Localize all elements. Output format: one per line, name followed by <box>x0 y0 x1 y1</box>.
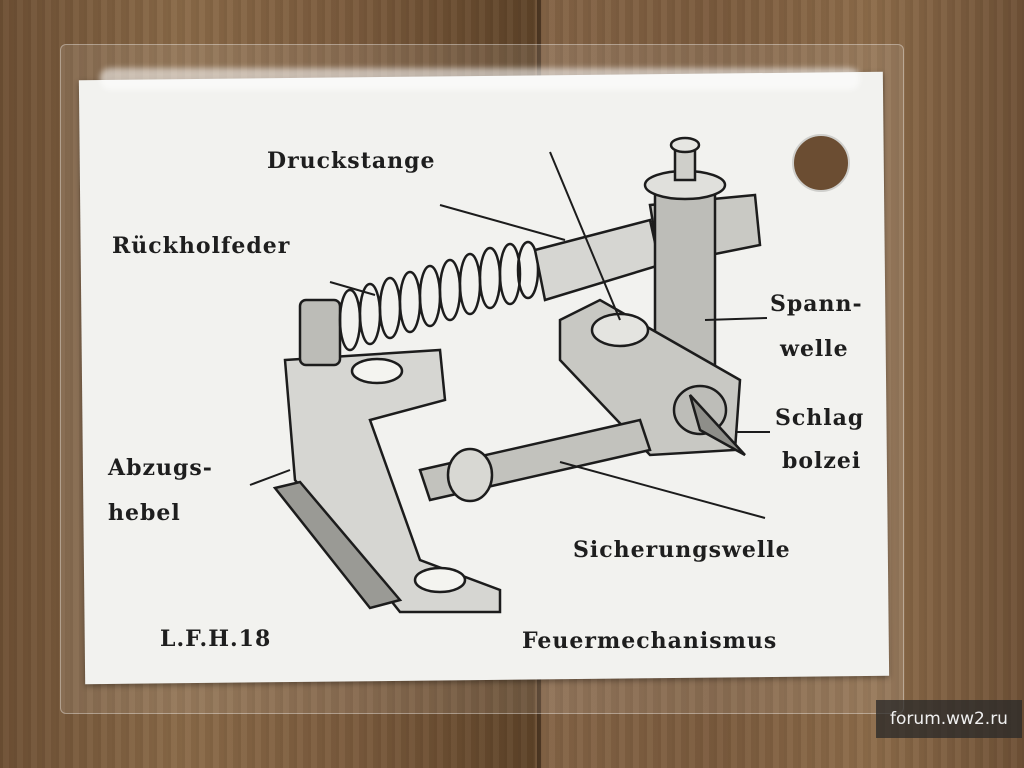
safety-shaft-collar <box>446 447 494 503</box>
leader-druckstange <box>439 204 566 241</box>
lever-slot-upper <box>350 357 404 385</box>
block-bore <box>590 312 650 348</box>
base-bar-part <box>272 480 403 610</box>
label-rueckholfeder: Rückholfeder <box>112 233 291 259</box>
leader-center <box>549 151 621 321</box>
label-spannwelle-line1: Spann- <box>770 291 863 317</box>
label-spannwelle-line2: welle <box>780 336 849 362</box>
cocking-shaft-pin-top <box>669 136 701 154</box>
firing-pin-tip <box>688 394 746 457</box>
punched-hole <box>792 134 850 192</box>
spring-end-block <box>298 298 342 367</box>
label-model: L.F.H.18 <box>160 626 272 652</box>
site-watermark: forum.ww2.ru <box>876 700 1022 738</box>
label-abzugshebel-line1: Abzugs- <box>108 455 213 481</box>
leader-lines <box>249 151 770 519</box>
label-schlagbolzen-line2: bolzei <box>782 448 862 474</box>
sleeve-glare <box>100 68 860 90</box>
label-abzugshebel-line2: hebel <box>108 500 181 526</box>
return-spring <box>338 240 540 352</box>
label-sicherungswelle: Sicherungswelle <box>573 537 791 563</box>
label-schlagbolzen-line1: Schlag <box>775 405 865 431</box>
push-rod-part <box>533 218 662 302</box>
leader-abzugshebel <box>249 469 291 486</box>
leader-spannwelle <box>704 317 768 321</box>
leader-rueckholfeder <box>329 281 376 296</box>
leader-sicherungswelle <box>559 461 766 519</box>
label-title: Feuermechanismus <box>522 628 778 654</box>
lever-slot-lower <box>413 566 467 594</box>
label-druckstange: Druckstange <box>267 148 436 174</box>
